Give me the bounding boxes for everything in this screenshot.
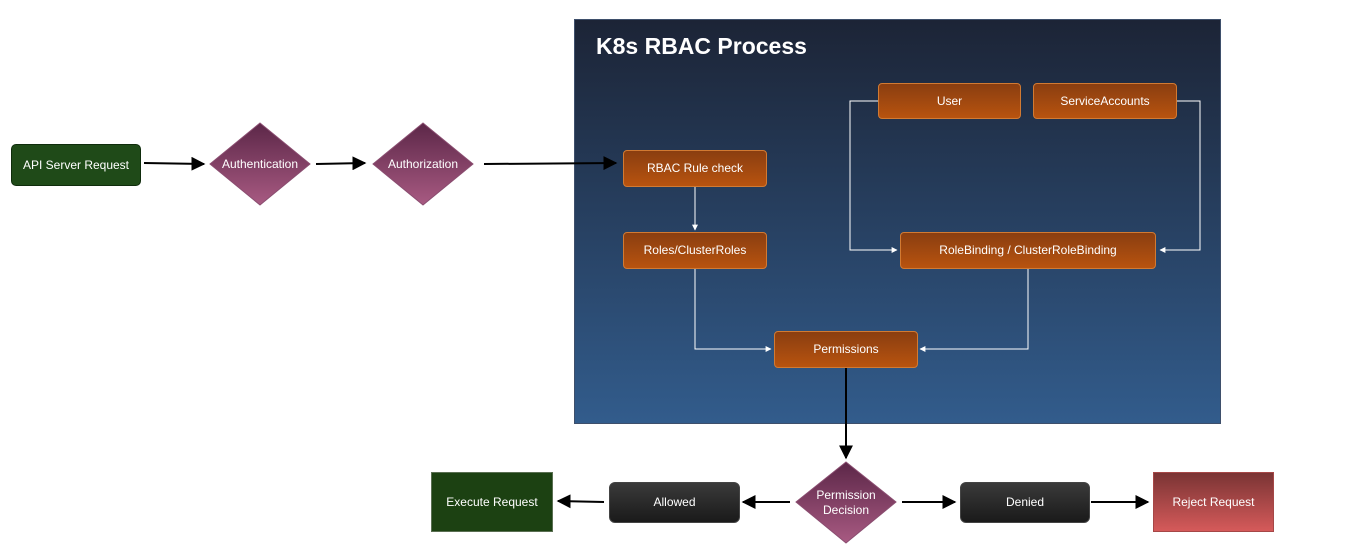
api-server-request-node[interactable]: API Server Request [11, 144, 141, 186]
arrow-serviceaccounts-to-binding [1159, 100, 1201, 253]
authorization-diamond[interactable] [372, 122, 474, 206]
arrow-api-to-auth [143, 156, 206, 171]
user-node[interactable]: User [878, 83, 1021, 119]
permission-decision-diamond[interactable] [795, 461, 897, 544]
arrow-binding-to-permissions [919, 269, 1029, 352]
arrow-allowed-to-execute [556, 494, 605, 509]
roles-clusterroles-node[interactable]: Roles/ClusterRoles [623, 232, 767, 269]
execute-request-node[interactable]: Execute Request [431, 472, 553, 532]
arrow-user-to-binding [849, 100, 898, 253]
reject-request-node[interactable]: Reject Request [1153, 472, 1274, 532]
allowed-node[interactable]: Allowed [609, 482, 740, 523]
authentication-diamond[interactable] [209, 122, 311, 206]
authorization-label: Authorization [387, 156, 459, 171]
permissions-node[interactable]: Permissions [774, 331, 918, 368]
authentication-label: Authentication [221, 156, 299, 171]
denied-node[interactable]: Denied [960, 482, 1090, 523]
arrow-authz-to-rbac [483, 156, 618, 171]
serviceaccounts-node[interactable]: ServiceAccounts [1033, 83, 1177, 119]
permission-decision-label: Permission Decision [816, 488, 876, 517]
panel-title: K8s RBAC Process [596, 33, 807, 59]
rolebinding-clusterrolebinding-node[interactable]: RoleBinding / ClusterRoleBinding [900, 232, 1156, 269]
rbac-rule-check-node[interactable]: RBAC Rule check [623, 150, 767, 187]
arrow-auth-to-authz [315, 156, 367, 171]
arrow-roles-to-permissions [694, 269, 772, 352]
